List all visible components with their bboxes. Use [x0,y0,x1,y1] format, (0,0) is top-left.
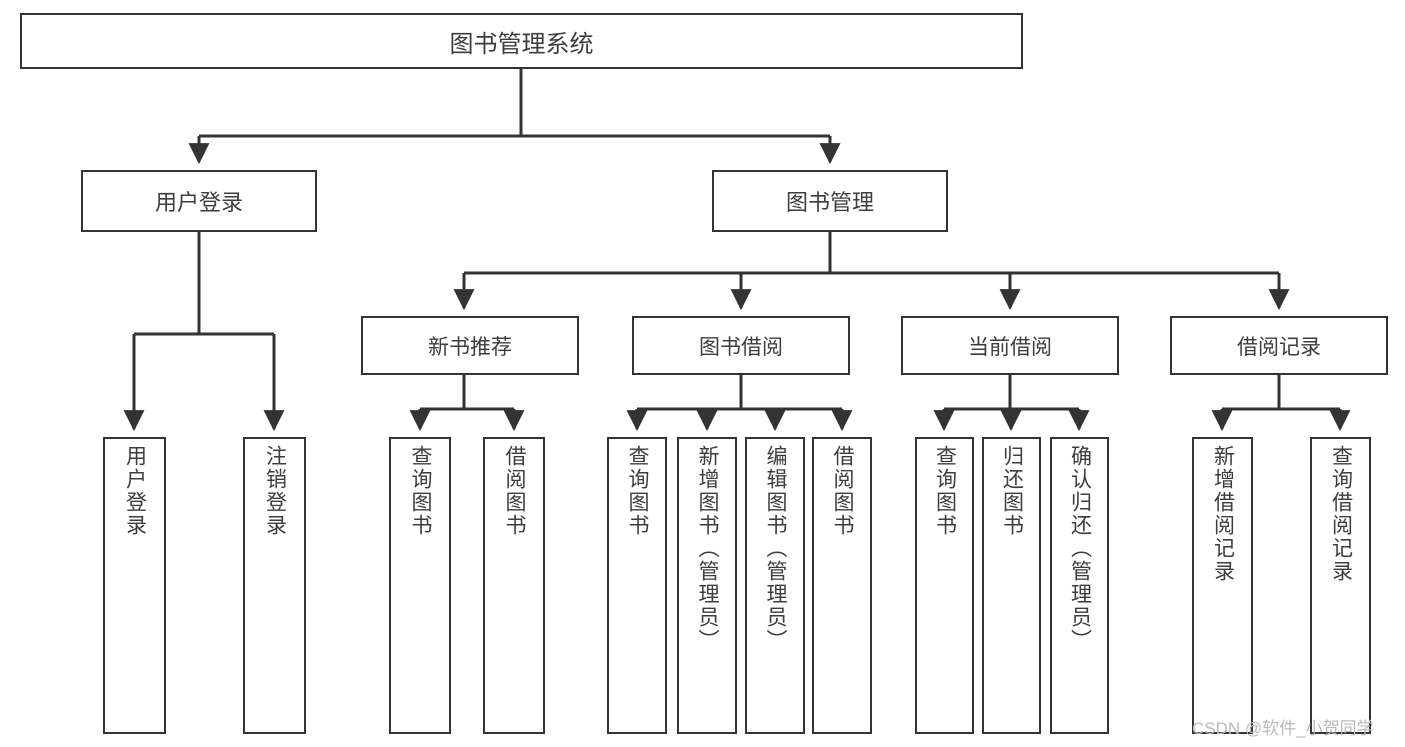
leaf-recommend-query-book-label: 查询图书 [409,445,433,537]
leaf-add-borrow-record[interactable]: 新增借阅记录 [1192,437,1253,734]
node-root[interactable]: 图书管理系统 [20,13,1023,69]
leaf-confirm-return-admin[interactable]: 确认归还（管理员） [1050,437,1109,734]
leaf-borrow-query-book[interactable]: 查询图书 [607,437,667,734]
leaf-borrow-query-book-label: 查询图书 [626,445,650,537]
node-book-borrow[interactable]: 图书借阅 [632,316,850,375]
leaf-user-login-label: 用户登录 [123,445,147,537]
node-current-borrow[interactable]: 当前借阅 [901,316,1119,375]
leaf-current-query-book[interactable]: 查询图书 [915,437,974,734]
leaf-add-borrow-record-label: 新增借阅记录 [1211,445,1235,583]
node-book-borrow-label: 图书借阅 [699,335,783,359]
leaf-user-logout-label: 注销登录 [263,445,287,537]
node-root-label: 图书管理系统 [449,30,594,58]
node-borrow-record[interactable]: 借阅记录 [1170,316,1388,375]
leaf-borrow-book[interactable]: 借阅图书 [812,437,872,734]
leaf-user-login[interactable]: 用户登录 [103,437,166,734]
leaf-current-query-book-label: 查询图书 [933,445,957,537]
watermark: CSDN @软件_小贺同学 [1192,719,1374,738]
leaf-query-borrow-record-label: 查询借阅记录 [1329,445,1353,583]
node-book-management-label: 图书管理 [785,190,874,215]
node-user-login[interactable]: 用户登录 [81,170,317,232]
leaf-return-book[interactable]: 归还图书 [982,437,1041,734]
node-new-book-recommend-label: 新书推荐 [428,335,512,359]
leaf-query-borrow-record[interactable]: 查询借阅记录 [1310,437,1371,734]
node-book-management[interactable]: 图书管理 [712,170,948,232]
leaf-recommend-borrow-book-label: 借阅图书 [503,445,527,537]
node-borrow-record-label: 借阅记录 [1237,335,1321,359]
leaf-add-book-admin[interactable]: 新增图书（管理员） [677,437,737,734]
leaf-recommend-borrow-book[interactable]: 借阅图书 [483,437,545,734]
leaf-user-logout[interactable]: 注销登录 [243,437,306,734]
leaf-confirm-return-admin-label: 确认归还（管理员） [1068,445,1092,652]
leaf-edit-book-admin[interactable]: 编辑图书（管理员） [745,437,805,734]
node-user-login-label: 用户登录 [154,190,243,215]
leaf-borrow-book-label: 借阅图书 [831,445,855,537]
leaf-recommend-query-book[interactable]: 查询图书 [389,437,451,734]
leaf-add-book-admin-label: 新增图书（管理员） [696,445,720,652]
leaf-return-book-label: 归还图书 [1000,445,1024,537]
node-new-book-recommend[interactable]: 新书推荐 [361,316,579,375]
leaf-edit-book-admin-label: 编辑图书（管理员） [764,445,788,652]
node-current-borrow-label: 当前借阅 [968,335,1052,359]
